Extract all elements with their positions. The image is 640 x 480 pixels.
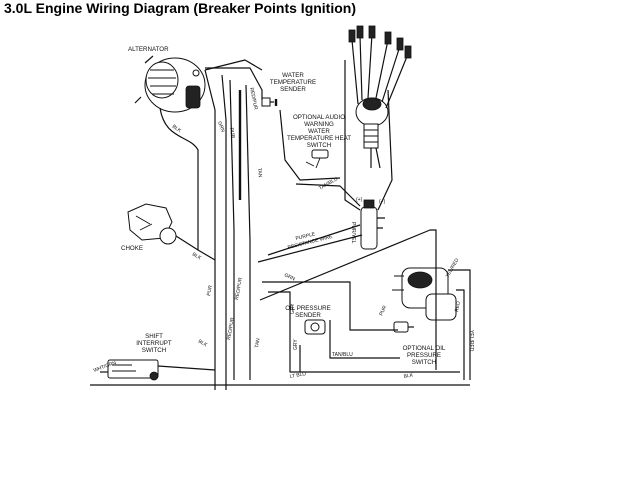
water-temp-sender-label-line: WATER [282, 72, 304, 79]
wire-label-gry: GRY [290, 303, 296, 314]
alternator-label: ALTERNATOR [128, 46, 169, 53]
audio-warning-switch-label: OPTIONAL AUDIO WARNING WATER TEMPERATURE… [287, 114, 351, 149]
optional-oil-switch-label-line: PRESSURE [407, 352, 441, 359]
wire-harness [90, 59, 471, 390]
wire-label-blk-2: BLK [403, 372, 414, 380]
wire-label-lt-blu: LT BLU [289, 371, 307, 380]
wire-label-blk: BLK [171, 124, 183, 135]
wire-label-grn: GRN [216, 121, 226, 134]
oil-pressure-sender-label-line: SENDER [295, 312, 321, 319]
oil-pressure-sender-label: OIL PRESSURE SENDER [285, 305, 331, 319]
distributor [355, 97, 389, 169]
resistance-wire-label-purple: PURPLE [295, 231, 317, 242]
wire-label-gry-2: GRY [293, 339, 299, 350]
audio-warning-switch [305, 149, 329, 169]
ignition-coil [360, 199, 385, 250]
alternator [134, 55, 206, 113]
wire-label-pur-3: PUR [206, 285, 214, 297]
spark-plug-leads [348, 25, 412, 109]
wire-label-yel-red: YEL/RED [445, 257, 461, 279]
wire-label-tan: TAN [256, 168, 263, 179]
optional-oil-switch-label-line: OPTIONAL OIL [403, 345, 446, 352]
oil-pressure-sender [304, 319, 326, 335]
choke-label: CHOKE [121, 245, 143, 252]
wire-label-pur-2: PUR [378, 304, 388, 316]
shift-interrupt-switch [107, 359, 159, 381]
wire-label-pur: PUR [228, 127, 236, 139]
wire-label-blk-3: BLK [197, 339, 209, 349]
shift-interrupt-label-line: SHIFT [145, 333, 163, 340]
water-temp-sender [261, 97, 278, 107]
audio-warning-label-line: SWITCH [307, 142, 331, 149]
shift-interrupt-label-line: SWITCH [142, 347, 166, 354]
water-temp-sender-label-line: TEMPERATURE [270, 79, 316, 86]
wire-label-pur-yel: PUR/YEL [350, 222, 356, 244]
water-temp-sender-label-line: SENDER [280, 86, 306, 93]
optional-oil-pressure-switch-label: OPTIONAL OIL PRESSURE SWITCH [403, 345, 446, 366]
oil-pressure-sender-label-line: OIL PRESSURE [285, 305, 331, 312]
wire-label-blk-4: BLK [191, 252, 203, 262]
audio-warning-label-line: TEMPERATURE HEAT [287, 135, 351, 142]
wire-label-red-pur-2: RED/PUR [234, 277, 244, 301]
wire-label-red-pur-3: RED/PUR [226, 317, 236, 341]
wire-label-grn-2: GRN [283, 272, 296, 282]
water-temp-sender-label: WATER TEMPERATURE SENDER [270, 72, 316, 93]
shift-interrupt-switch-label: SHIFT INTERRUPT SWITCH [136, 333, 172, 354]
audio-warning-label-line: WATER [308, 128, 330, 135]
audio-warning-label-line: OPTIONAL AUDIO [293, 114, 345, 121]
wire-label-tan-blu-2: TAN/BLU [332, 352, 353, 358]
coil-plus-label: (+) [356, 197, 363, 203]
wire-label-tan-2: TAN [254, 337, 262, 348]
audio-warning-label-line: WARNING [304, 121, 334, 128]
wire-label-red: RED [454, 301, 462, 313]
optional-oil-switch-label-line: SWITCH [412, 359, 436, 366]
shift-interrupt-label-line: INTERRUPT [136, 340, 172, 347]
wire-label-yel-red-2: YEL/RED [468, 330, 474, 352]
diagram-title: 3.0L Engine Wiring Diagram (Breaker Poin… [4, 0, 357, 16]
choke [127, 203, 177, 245]
wire-label-red-pur: RED/PUR [248, 87, 259, 111]
